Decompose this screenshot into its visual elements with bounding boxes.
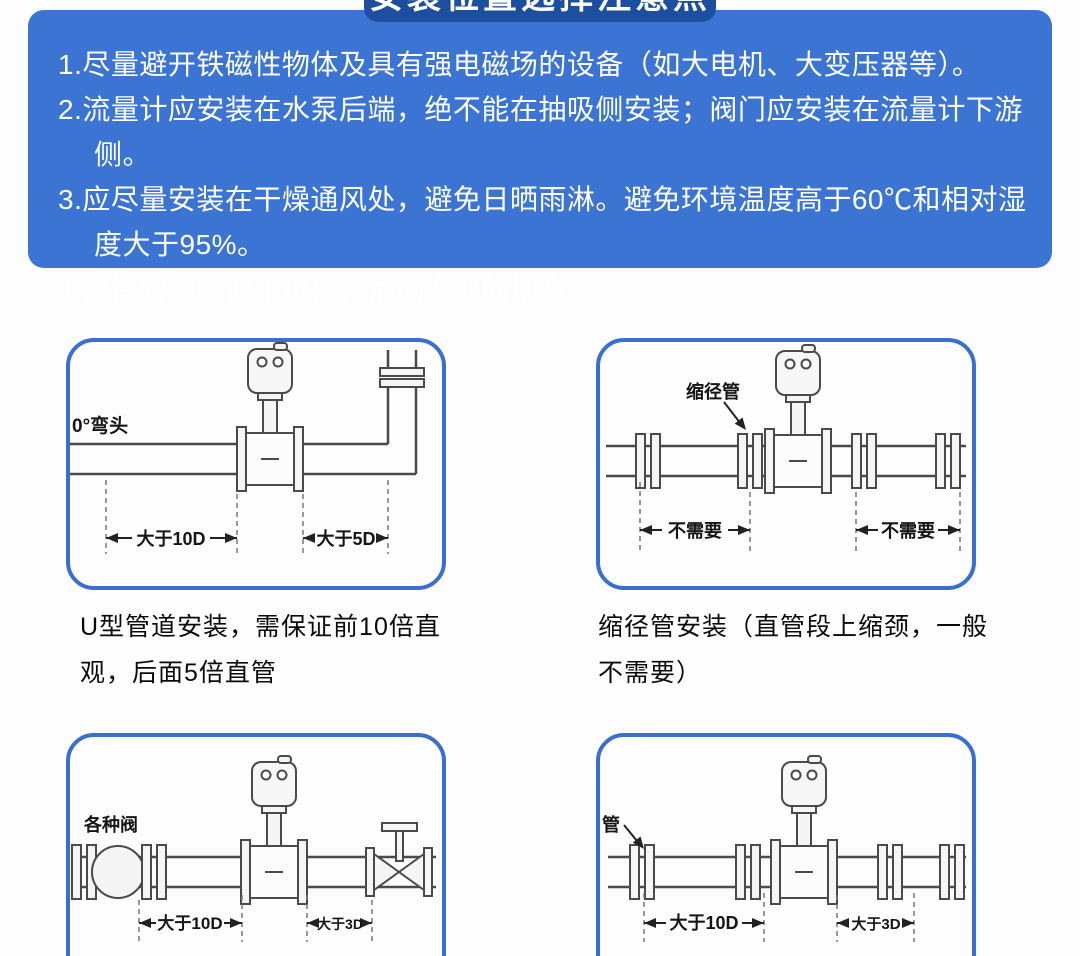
dim-label-left: 大于10D: [669, 912, 738, 933]
installation-notes-panel: 安装位置选择注意点 1.尽量避开铁磁性物体及具有强电磁场的设备（如大电机、大变压…: [28, 0, 1052, 305]
arrow-left-icon: [303, 533, 315, 543]
arrow-left-icon: [837, 918, 849, 928]
arrow-right-icon: [948, 525, 960, 535]
dim-label-left: 大于10D: [157, 913, 222, 933]
diagram-card-valves: 各种阀 大于10D 大于3D: [66, 733, 446, 956]
arrow-right-icon: [225, 533, 237, 543]
note-item-4: 4.选择安装在便于维修、活动方便的地方。: [58, 274, 596, 305]
flowmeter-icon: [236, 342, 304, 492]
arrow-right-icon: [902, 918, 914, 928]
flange-pair-icon: [635, 433, 661, 489]
valves-diagram: 各种阀 大于10D 大于3D: [71, 755, 436, 942]
arrow-left-icon: [106, 533, 118, 543]
arrow-right-icon: [752, 918, 764, 928]
arrow-right-icon: [376, 533, 388, 543]
title-banner: 安装位置选择注意点: [364, 0, 716, 22]
flowmeter-icon: [764, 344, 832, 494]
arrow-right-icon: [738, 525, 750, 535]
caption-u-pipe: U型管道安装，需保证前10倍直观，后面5倍直管: [80, 613, 441, 687]
flange-pair-icon: [629, 844, 655, 900]
flowmeter-icon: [240, 755, 308, 905]
flowmeter-icon: [770, 755, 838, 905]
elbow-label: 0°弯头: [72, 414, 128, 437]
gate-valve-icon: [397, 852, 425, 892]
flange-pair-icon: [737, 433, 763, 489]
globe-valve-icon: [91, 845, 145, 899]
arrow-left-icon: [640, 525, 652, 535]
flange-pair-icon: [877, 844, 903, 900]
caption-reducer: 缩径管安装（直管段上缩颈，一般不需要）: [598, 613, 989, 687]
flange-pair-icon: [851, 433, 877, 489]
flange-pair-icon: [939, 844, 965, 900]
dim-label-right: 不需要: [881, 521, 935, 541]
valves-label: 各种阀: [83, 814, 138, 835]
dim-label-left: 不需要: [668, 521, 722, 541]
dim-label-right: 大于3D: [317, 916, 363, 932]
page-title: 安装位置选择注意点: [369, 0, 711, 18]
flange-pair-icon: [935, 433, 961, 489]
note-item-3: 3.应尽量安装在干燥通风处，避免日晒雨淋。避免环境温度高于60℃和相对湿度大于9…: [58, 184, 1027, 260]
reducer-diagram: 缩径管 不需要 不需要: [606, 344, 966, 552]
dim-label-right: 大于3D: [851, 915, 900, 933]
diagram-card-reducer: 缩径管 不需要 不需要: [596, 338, 976, 590]
reducer-label: 缩径管: [686, 381, 740, 402]
flange-pair-icon: [735, 844, 761, 900]
expander-diagram: 管 大于10D 大于3D: [602, 755, 966, 942]
arrow-right-icon: [230, 918, 242, 928]
arrow-left-icon: [644, 918, 656, 928]
note-item-1: 1.尽量避开铁磁性物体及具有强电磁场的设备（如大电机、大变压器等）。: [58, 49, 981, 80]
arrow-left-icon: [139, 918, 151, 928]
note-item-2: 2.流量计应安装在水泵后端，绝不能在抽吸侧安装；阀门应安装在流量计下游侧。: [58, 94, 1023, 170]
gate-valve-icon: [373, 852, 401, 892]
diagram-card-expander: 管 大于10D 大于3D: [596, 733, 976, 956]
flange-pair-icon: [141, 844, 167, 900]
dim-label-right: 大于5D: [316, 528, 375, 549]
dim-label-left: 大于10D: [136, 528, 205, 549]
notes-list: 1.尽量避开铁磁性物体及具有强电磁场的设备（如大电机、大变压器等）。 2.流量计…: [28, 10, 1052, 312]
expander-label: 管: [602, 814, 620, 835]
diagram-card-u-pipe: 0°弯头 大于10D 大于5D: [66, 338, 446, 590]
arrow-left-icon: [856, 525, 868, 535]
u-pipe-diagram: 0°弯头 大于10D 大于5D: [70, 342, 425, 554]
